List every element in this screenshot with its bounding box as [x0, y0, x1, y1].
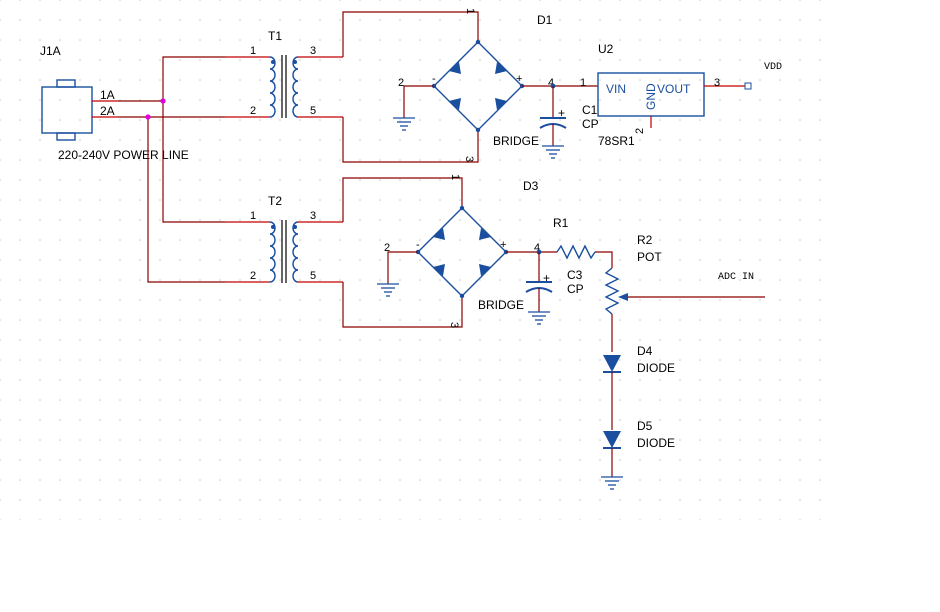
t1-ref: T1 [268, 29, 282, 43]
u2-pin-out: 3 [714, 77, 720, 89]
r2-ref: R2 [637, 233, 653, 247]
d1-minus-sign: - [432, 73, 436, 85]
connector-pin1-label: 1A [100, 88, 115, 102]
u2-vin: VIN [606, 82, 626, 96]
d1-pin-plus: 4 [548, 77, 554, 89]
potentiometer-r2[interactable] [604, 267, 765, 352]
bridge-d1[interactable] [431, 39, 525, 133]
t2-sec-wire-bot [342, 282, 463, 328]
t1-pin2: 2 [250, 105, 256, 117]
c3-plus: + [543, 271, 550, 285]
t2-ref: T2 [268, 194, 282, 208]
u2-gnd: GND [644, 83, 658, 110]
junction-dot [160, 98, 166, 104]
t2-sec-wire-top [342, 177, 463, 222]
d1-pin-minus: 2 [398, 77, 404, 89]
diode-d4[interactable] [603, 355, 621, 430]
c1-ref: C1 [582, 103, 598, 117]
d3-minus-sign: - [416, 239, 420, 251]
regulator-u2[interactable] [597, 72, 752, 128]
d5-name: DIODE [637, 436, 675, 450]
d3-pin-plus: 4 [534, 242, 540, 254]
d5-ref: D5 [637, 419, 653, 433]
d3-plus-sign: + [500, 239, 506, 251]
d3-ref: D3 [523, 179, 539, 193]
r2-name: POT [637, 250, 662, 264]
t1-pin3: 3 [310, 45, 316, 57]
t1-sec-wire-bot [342, 117, 479, 163]
t1-pin5: 5 [310, 105, 316, 117]
t2-pin1: 1 [250, 210, 256, 222]
c1-name: CP [582, 117, 599, 131]
d1-label: BRIDGE [493, 134, 539, 148]
capacitor-c1[interactable] [539, 86, 567, 159]
d1-pin-bottom: 3 [463, 156, 475, 162]
transformer-t2[interactable] [225, 220, 343, 283]
connector-j1a[interactable] [41, 79, 118, 141]
d3-label: BRIDGE [478, 298, 524, 312]
power-line-note: 220-240V POWER LINE [58, 148, 189, 162]
t2-pin2: 2 [250, 270, 256, 282]
connector-ref: J1A [40, 44, 61, 58]
ground-symbol [377, 251, 418, 297]
primary-wires [118, 56, 225, 283]
r1-ref: R1 [553, 216, 569, 230]
d1-plus-sign: + [516, 73, 522, 85]
t2-pin5: 5 [310, 270, 316, 282]
d4-name: DIODE [637, 361, 675, 375]
capacitor-c3[interactable] [525, 252, 553, 325]
c3-name: CP [567, 282, 584, 296]
u2-name: 78SR1 [598, 134, 635, 148]
u2-pin-gnd: 2 [634, 128, 646, 134]
u2-ref: U2 [598, 42, 614, 56]
d1-pin-top: 1 [464, 8, 476, 14]
junction-dot [145, 114, 151, 120]
grid-background [0, 0, 830, 520]
t2-pin3: 3 [310, 210, 316, 222]
net-vdd-label: VDD [764, 62, 782, 73]
d4-ref: D4 [637, 344, 653, 358]
d3-pin-top: 1 [449, 174, 461, 180]
u2-vout: VOUT [657, 82, 691, 96]
d3-pin-bottom: 3 [448, 322, 460, 328]
transformer-t1[interactable] [225, 55, 343, 118]
diode-d5[interactable] [601, 431, 623, 490]
c1-plus: + [558, 106, 565, 120]
resistor-r1[interactable] [556, 244, 613, 268]
c3-ref: C3 [567, 268, 583, 282]
u2-pin-in: 1 [580, 77, 586, 89]
connector-pin2-label: 2A [100, 104, 115, 118]
t1-sec-wire-top [342, 11, 479, 57]
d1-ref: D1 [537, 13, 553, 27]
ground-symbol [393, 85, 434, 131]
d3-pin-minus: 2 [384, 242, 390, 254]
t1-pin1: 1 [250, 45, 256, 57]
net-adc-label: ADC IN [718, 272, 754, 283]
